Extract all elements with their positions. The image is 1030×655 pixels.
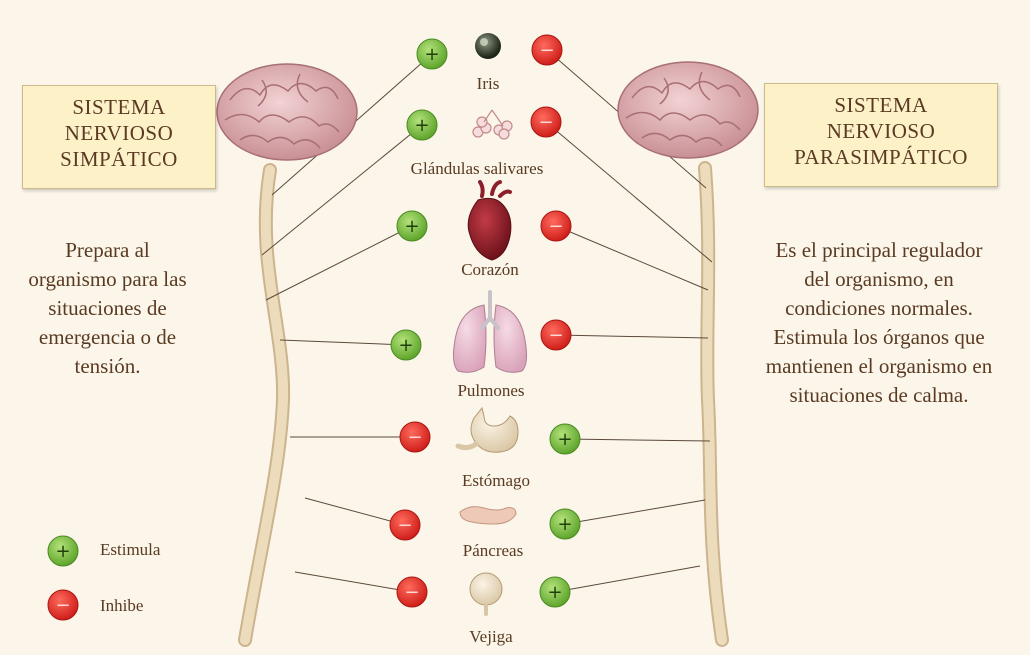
sympathetic-marker-bladder: −: [397, 577, 427, 607]
sympathetic-title-box: SISTEMA NERVIOSO SIMPÁTICO: [22, 85, 216, 189]
sympathetic-marker-iris: +: [417, 39, 447, 69]
sympathetic-marker-pancreas: −: [390, 510, 420, 540]
parasympathetic-marker-iris: −: [532, 35, 562, 65]
svg-text:−: −: [404, 582, 419, 603]
svg-text:+: +: [557, 514, 572, 535]
parasympathetic-desc-line-3: condiciones normales.: [728, 294, 1030, 323]
legend-inhibits-label: Inhibe: [100, 596, 143, 616]
sympathetic-desc-line-1: Prepara al: [0, 236, 215, 265]
lungs-icon: [453, 292, 526, 372]
sympathetic-title-line-3: SIMPÁTICO: [23, 146, 215, 172]
parasympathetic-desc-line-5: mantienen el organismo en: [728, 352, 1030, 381]
svg-text:−: −: [538, 112, 553, 133]
organ-label-heart: Corazón: [461, 260, 519, 280]
legend-stimulates-label: Estimula: [100, 540, 160, 560]
svg-text:−: −: [407, 427, 422, 448]
organ-label-salivary-glands: Glándulas salivares: [411, 159, 544, 179]
svg-text:+: +: [557, 429, 572, 450]
pancreas-icon: [460, 507, 516, 524]
parasympathetic-marker-stomach: +: [550, 424, 580, 454]
parasympathetic-marker-pancreas: +: [550, 509, 580, 539]
parasympathetic-marker-salivary-glands: −: [531, 107, 561, 137]
sympathetic-desc-line-3: situaciones de: [0, 294, 215, 323]
svg-text:+: +: [398, 335, 413, 356]
left-brain-icon: [217, 64, 357, 160]
svg-text:+: +: [55, 541, 70, 562]
sympathetic-marker-lungs: +: [391, 330, 421, 360]
parasympathetic-desc-line-6: situaciones de calma.: [728, 381, 1030, 410]
sympathetic-marker-salivary-glands: +: [407, 110, 437, 140]
svg-text:+: +: [547, 582, 562, 603]
organ-label-lungs: Pulmones: [457, 381, 524, 401]
parasympathetic-title-line-1: SISTEMA: [765, 92, 997, 118]
svg-text:−: −: [397, 515, 412, 536]
svg-text:−: −: [539, 40, 554, 61]
legend-inhibits-marker: −: [48, 590, 78, 620]
parasympathetic-desc-line-4: Estimula los órganos que: [728, 323, 1030, 352]
parasympathetic-title-line-3: PARASIMPÁTICO: [765, 144, 997, 170]
right-brain-icon: [618, 62, 758, 158]
parasympathetic-description: Es el principal regulador del organismo,…: [728, 236, 1030, 410]
legend-stimulates-marker: +: [48, 536, 78, 566]
parasympathetic-title-line-2: NERVIOSO: [765, 118, 997, 144]
svg-text:+: +: [414, 115, 429, 136]
salivary-gland-icon: [473, 110, 512, 139]
sympathetic-desc-line-4: emergencia o de: [0, 323, 215, 352]
parasympathetic-desc-line-2: del organismo, en: [728, 265, 1030, 294]
organ-label-pancreas: Páncreas: [463, 541, 523, 561]
parasympathetic-desc-line-1: Es el principal regulador: [728, 236, 1030, 265]
parasympathetic-marker-bladder: +: [540, 577, 570, 607]
eye-icon: [475, 33, 501, 59]
parasympathetic-marker-lungs: −: [541, 320, 571, 350]
parasympathetic-marker-heart: −: [541, 211, 571, 241]
organ-label-stomach: Estómago: [462, 471, 530, 491]
parasympathetic-title-box: SISTEMA NERVIOSO PARASIMPÁTICO: [764, 83, 998, 187]
sympathetic-description: Prepara al organismo para las situacione…: [0, 236, 215, 381]
bladder-icon: [470, 573, 502, 614]
svg-text:+: +: [404, 216, 419, 237]
svg-text:+: +: [424, 44, 439, 65]
sympathetic-marker-heart: +: [397, 211, 427, 241]
sympathetic-marker-stomach: −: [400, 422, 430, 452]
heart-icon: [468, 182, 511, 260]
organ-label-bladder: Vejiga: [469, 627, 512, 647]
stomach-icon: [458, 408, 518, 452]
svg-text:−: −: [55, 595, 70, 616]
sympathetic-title-line-1: SISTEMA: [23, 94, 215, 120]
organ-label-iris: Iris: [477, 74, 500, 94]
sympathetic-title-line-2: NERVIOSO: [23, 120, 215, 146]
svg-text:−: −: [548, 216, 563, 237]
sympathetic-desc-line-2: organismo para las: [0, 265, 215, 294]
sympathetic-desc-line-5: tensión.: [0, 352, 215, 381]
svg-text:−: −: [548, 325, 563, 346]
